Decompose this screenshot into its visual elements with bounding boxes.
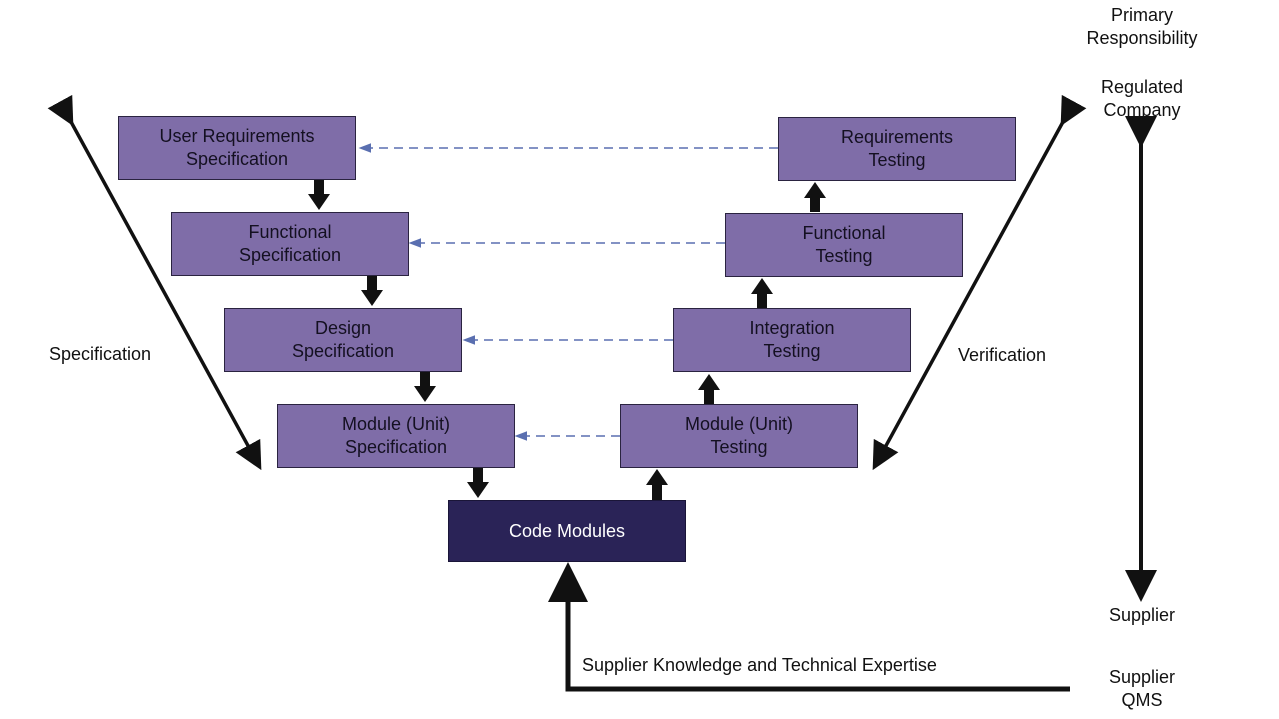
functional-specification-box: Functional Specification	[171, 212, 409, 276]
box-label: User Requirements Specification	[159, 126, 315, 169]
specification-arrow	[47, 94, 262, 471]
supplier-label: Supplier	[1108, 605, 1176, 625]
up-arrow-3	[751, 278, 773, 308]
box-label: Requirements Testing	[840, 127, 954, 170]
integration-testing-box: Integration Testing	[673, 308, 911, 372]
box-label: Module (Unit) Specification	[341, 414, 451, 457]
box-label: Module (Unit) Testing	[684, 414, 794, 457]
supplier-knowledge-label: Supplier Knowledge and Technical Experti…	[582, 655, 937, 675]
down-arrow-2	[361, 276, 383, 306]
specification-label: Specification	[49, 344, 152, 364]
supplier-qms-label: Supplier QMS	[1108, 667, 1176, 710]
code-modules-box: Code Modules	[448, 500, 686, 562]
box-label: Functional Testing	[802, 223, 886, 266]
box-label: Design Specification	[291, 318, 395, 361]
box-label: Functional Specification	[238, 222, 342, 265]
functional-testing-box: Functional Testing	[725, 213, 963, 277]
regulated-company-label: Regulated Company	[1100, 77, 1184, 120]
module-unit-specification-box: Module (Unit) Specification	[277, 404, 515, 468]
requirements-testing-box: Requirements Testing	[778, 117, 1016, 181]
down-arrow-1	[308, 180, 330, 210]
up-arrow-2	[698, 374, 720, 404]
supplier-knowledge-arrow	[548, 562, 1070, 692]
box-label: Code Modules	[508, 520, 626, 541]
primary-responsibility-label: Primary Responsibility	[1086, 5, 1198, 48]
design-specification-box: Design Specification	[224, 308, 462, 372]
verification-arrow	[872, 94, 1087, 471]
down-arrow-4	[467, 468, 489, 498]
module-unit-testing-box: Module (Unit) Testing	[620, 404, 858, 468]
down-arrow-3	[414, 372, 436, 402]
user-requirements-specification-box: User Requirements Specification	[118, 116, 356, 180]
verification-label: Verification	[958, 345, 1047, 365]
box-label: Integration Testing	[749, 318, 835, 361]
up-arrow-4	[804, 182, 826, 212]
up-arrow-1	[646, 469, 668, 500]
